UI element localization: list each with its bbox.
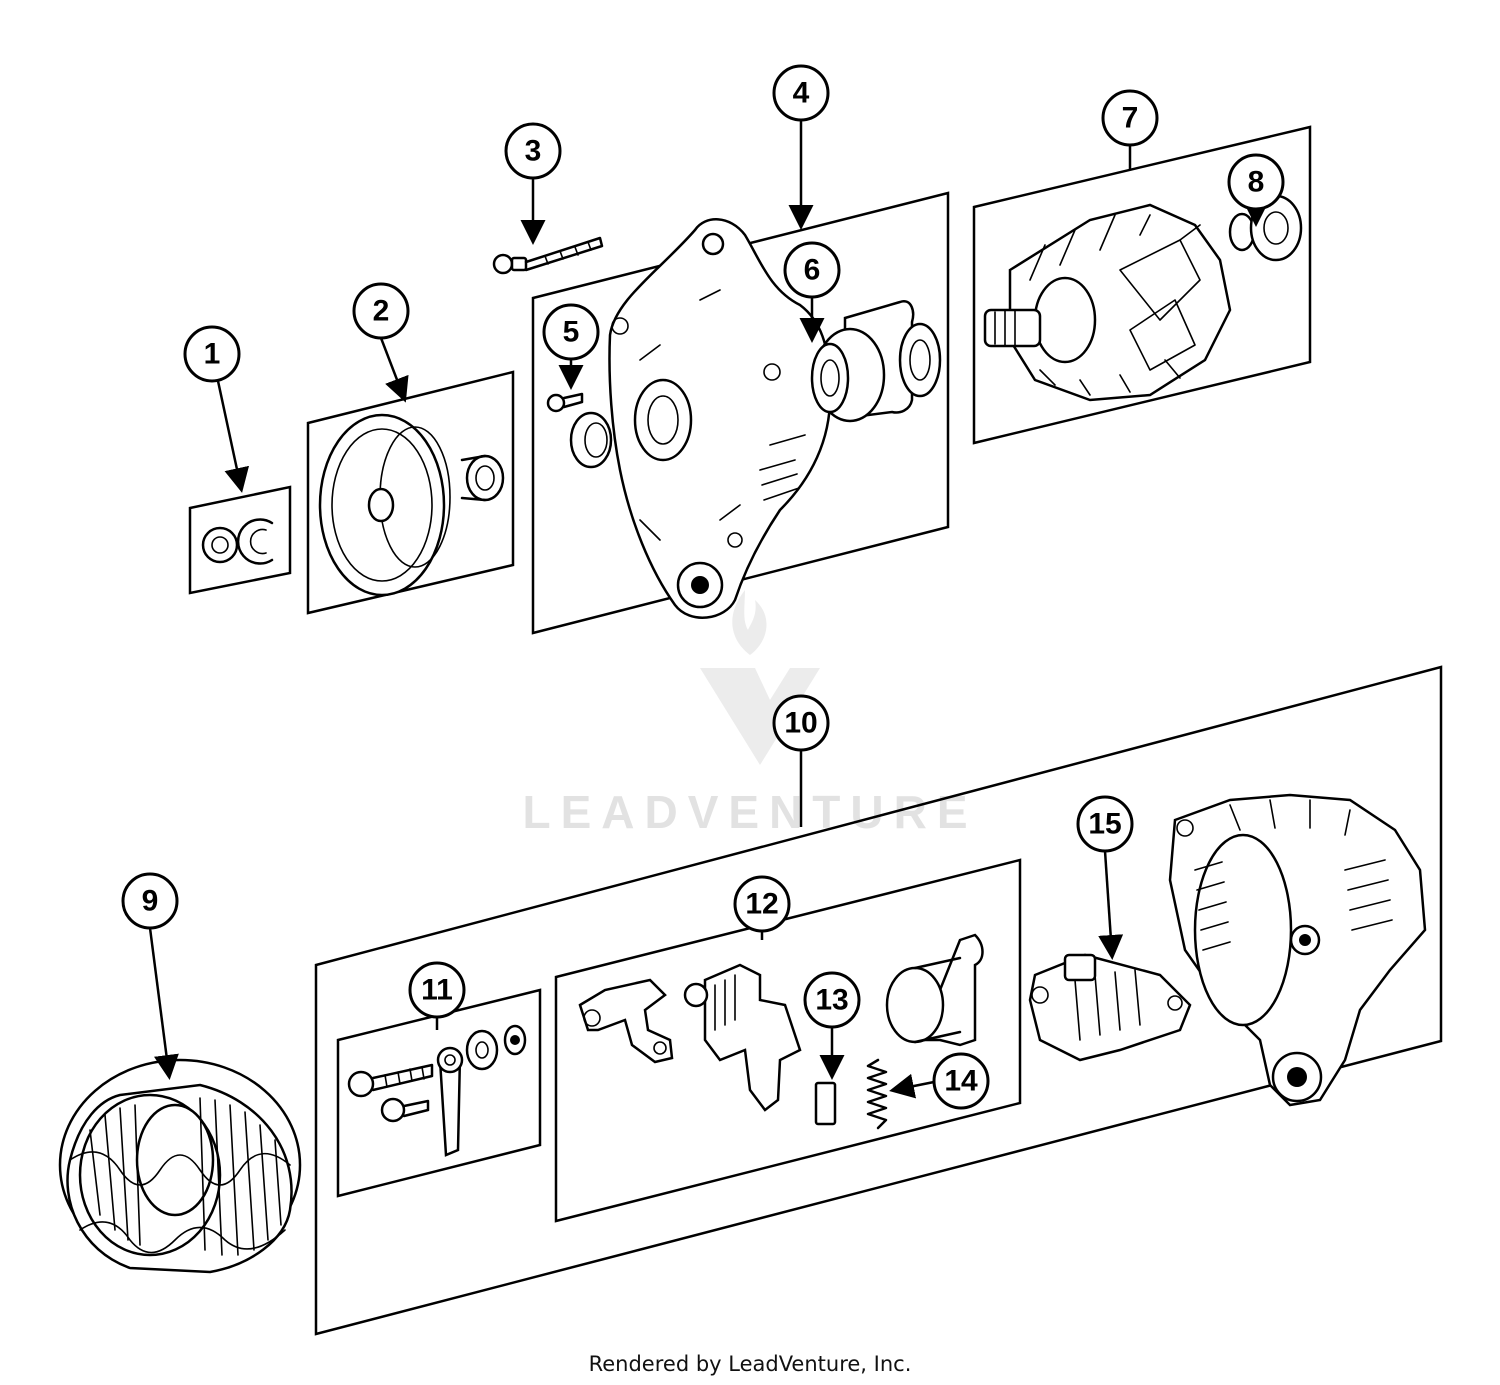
part-hardware-kit — [347, 1024, 527, 1157]
part-bearing-retainer — [810, 300, 942, 423]
svg-text:7: 7 — [1122, 102, 1139, 135]
svg-text:8: 8 — [1248, 166, 1265, 199]
part-drive-end-frame — [608, 218, 832, 619]
svg-text:13: 13 — [815, 984, 848, 1017]
callout-13: 13 — [803, 971, 861, 1029]
svg-text:4: 4 — [793, 77, 810, 110]
callout-11: 11 — [408, 961, 466, 1019]
panel-rectifier-end — [314, 665, 1443, 1336]
part-through-bolt — [492, 236, 604, 275]
callout-12: 12 — [733, 875, 791, 933]
callout-5: 5 — [542, 303, 600, 361]
part-rotor — [983, 203, 1232, 402]
part-rectifier-end-frame — [1168, 793, 1427, 1107]
leader-lines — [148, 120, 1269, 1099]
watermark-text: LEADVENTURE — [522, 786, 977, 838]
callout-6: 6 — [783, 241, 841, 299]
callout-14: 14 — [932, 1052, 990, 1110]
watermark: LEADVENTURE — [522, 590, 977, 838]
svg-text:6: 6 — [804, 254, 821, 287]
part-rectifier — [1028, 953, 1192, 1062]
panel-nut-clip — [188, 485, 292, 595]
callout-3: 3 — [504, 122, 562, 180]
part-regulator-assembly — [578, 933, 984, 1112]
svg-text:14: 14 — [944, 1065, 978, 1098]
watermark-flame-icon — [732, 590, 767, 655]
svg-text:2: 2 — [373, 295, 390, 328]
callout-4: 4 — [772, 64, 830, 122]
svg-text:9: 9 — [142, 885, 159, 918]
part-nut-and-clip — [201, 518, 274, 565]
svg-text:1: 1 — [204, 338, 221, 371]
panel-rotor — [972, 125, 1312, 445]
callout-10: 10 — [772, 694, 830, 752]
part-pulley — [318, 413, 505, 597]
callout-2: 2 — [352, 282, 410, 340]
svg-text:5: 5 — [563, 316, 580, 349]
part-spring — [866, 1058, 888, 1130]
svg-text:10: 10 — [784, 707, 817, 740]
footer-credit: Rendered by LeadVenture, Inc. — [588, 1352, 912, 1376]
callout-9: 9 — [121, 872, 179, 930]
part-brush — [814, 1081, 837, 1126]
watermark-logo-icon — [700, 668, 820, 765]
panel-regulator — [554, 858, 1022, 1223]
svg-text:11: 11 — [421, 974, 453, 1007]
panel-pulley — [306, 370, 515, 615]
callout-15: 15 — [1076, 795, 1134, 853]
svg-text:3: 3 — [525, 135, 542, 168]
part-seal — [569, 411, 613, 469]
part-screw — [546, 392, 584, 413]
part-stator — [58, 1058, 302, 1274]
callout-7: 7 — [1101, 89, 1159, 147]
callout-1: 1 — [183, 325, 241, 383]
panel-hardware-kit — [336, 988, 542, 1198]
callout-8: 8 — [1227, 153, 1285, 211]
svg-text:15: 15 — [1088, 808, 1121, 841]
svg-text:12: 12 — [745, 888, 778, 921]
